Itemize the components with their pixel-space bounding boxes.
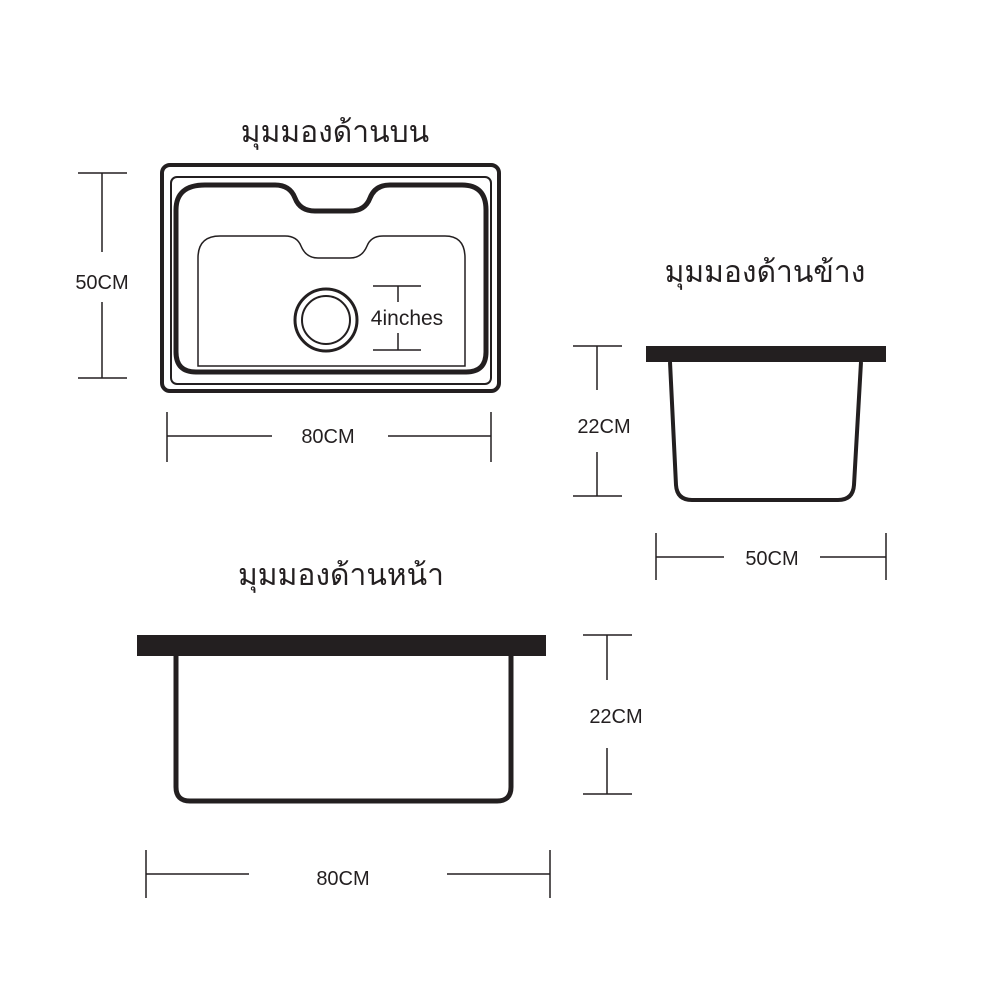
side-view-width-label: 50CM <box>745 548 798 570</box>
top-view-bowl-outline <box>173 182 489 375</box>
top-view-drain-inner <box>301 295 351 345</box>
side-view: มุมมองด้านข้าง 22CM 50CM <box>573 256 887 580</box>
top-view-inner-rim <box>170 176 492 385</box>
front-view: มุมมองด้านหน้า 22CM 80CM <box>137 559 643 898</box>
top-view-width-dimension: 80CM <box>166 412 492 462</box>
top-view-drain-label: 4inches <box>371 307 443 330</box>
top-view: มุมมองด้านบน 4inches 50CM <box>75 116 501 462</box>
top-view-width-label: 80CM <box>301 426 354 448</box>
front-view-rim <box>137 635 546 656</box>
top-view-outer-rim <box>160 163 501 393</box>
side-view-height-label: 22CM <box>577 416 630 438</box>
side-view-width-dimension: 50CM <box>655 533 887 580</box>
side-view-title: มุมมองด้านข้าง <box>665 256 866 291</box>
top-view-height-dimension: 50CM <box>75 172 129 379</box>
front-view-height-label: 22CM <box>589 706 642 728</box>
side-view-bowl <box>668 361 863 502</box>
side-view-rim <box>646 346 886 362</box>
front-view-height-dimension: 22CM <box>583 634 643 795</box>
front-view-title: มุมมองด้านหน้า <box>238 559 444 594</box>
top-view-height-label: 50CM <box>75 272 128 294</box>
top-view-drain-dimension: 4inches <box>371 285 443 351</box>
top-view-drain-outer <box>293 287 359 353</box>
top-view-bowl-floor <box>197 235 466 367</box>
front-view-bowl <box>173 656 514 804</box>
front-view-width-dimension: 80CM <box>145 850 551 898</box>
side-view-height-dimension: 22CM <box>573 345 631 497</box>
front-view-width-label: 80CM <box>316 868 369 890</box>
top-view-title: มุมมองด้านบน <box>241 116 429 151</box>
